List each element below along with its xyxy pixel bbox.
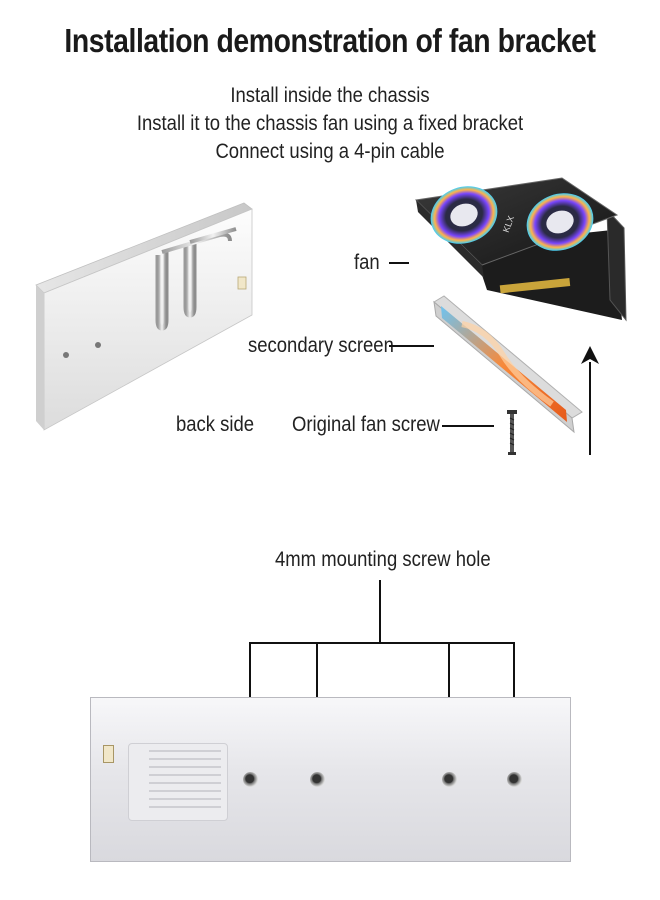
screw-hole-3	[442, 772, 457, 787]
callout-stem	[379, 580, 381, 643]
subtitle-line-2: Install it to the chassis fan using a fi…	[136, 112, 524, 135]
screen-pointer-line	[389, 345, 434, 347]
connector-port	[103, 745, 114, 763]
secondary-screen-label: secondary screen	[248, 334, 394, 357]
bracket-plate-image	[35, 202, 253, 431]
screw-hole-4	[507, 772, 522, 787]
install-arrow-shaft	[589, 362, 591, 455]
fan-pointer-line	[389, 262, 409, 264]
subtitle-line-3: Connect using a 4-pin cable	[215, 140, 445, 163]
back-side-label: back side	[176, 413, 255, 436]
fan-screw-image	[507, 410, 517, 455]
secondary-screen-image	[433, 295, 583, 434]
fan-label: fan	[354, 251, 380, 274]
screw-hole-2	[310, 772, 325, 787]
screw-hole-1	[243, 772, 258, 787]
callout-bar	[249, 642, 515, 644]
install-arrow-icon	[581, 346, 599, 364]
fan-screw-label: Original fan screw	[292, 413, 440, 436]
screw-pointer-line	[442, 425, 494, 427]
subtitle-line-1: Install inside the chassis	[230, 84, 430, 107]
page-title: Installation demonstration of fan bracke…	[64, 22, 596, 59]
graphics-card-image: KLX	[414, 177, 627, 322]
mounting-holes-label: 4mm mounting screw hole	[275, 548, 491, 571]
product-label-sticker	[128, 743, 228, 821]
